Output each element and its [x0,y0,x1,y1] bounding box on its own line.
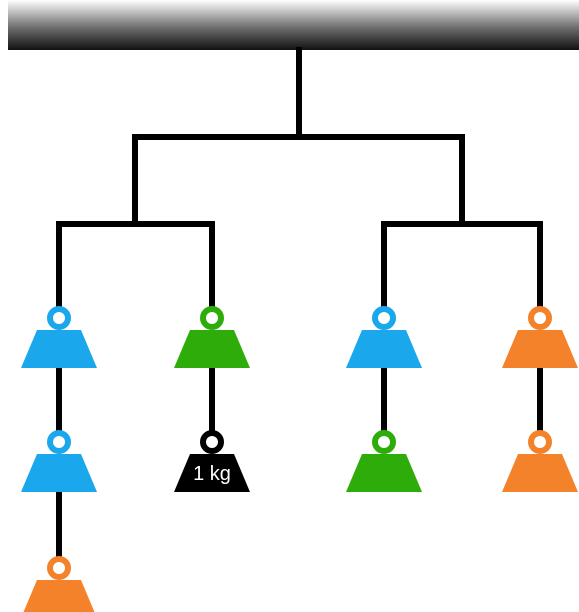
weight-body [174,454,250,492]
weight-green [174,306,250,368]
weight-body [502,454,578,492]
weight-ring [528,430,552,454]
weight-ring [528,306,552,330]
main-beam [132,134,465,224]
weight-ring [47,556,71,580]
hanging-rods [56,47,543,563]
weight-body [21,330,97,368]
weights-layer: 1 kg [21,306,578,612]
ceiling-bar [8,0,579,50]
weight-ring [47,306,71,330]
weight-orange [23,556,95,612]
weight-body [21,454,97,492]
right-beam [381,221,543,313]
weight-ring [200,306,224,330]
weight-ring [47,430,71,454]
weight-orange [502,306,578,368]
weight-ring [372,430,396,454]
weight-green [346,430,422,492]
weight-body [174,330,250,368]
weight-blue [346,306,422,368]
weight-body [346,454,422,492]
weight-label: 1 kg [193,463,231,485]
weight-body [502,330,578,368]
left-beam [56,221,215,313]
weight-ring [372,306,396,330]
weight-body [346,330,422,368]
weight-body [23,580,95,612]
weight-ring [200,430,224,454]
weight-orange [502,430,578,492]
weight-blue [21,430,97,492]
weight-black: 1 kg [174,430,250,492]
weight-blue [21,306,97,368]
